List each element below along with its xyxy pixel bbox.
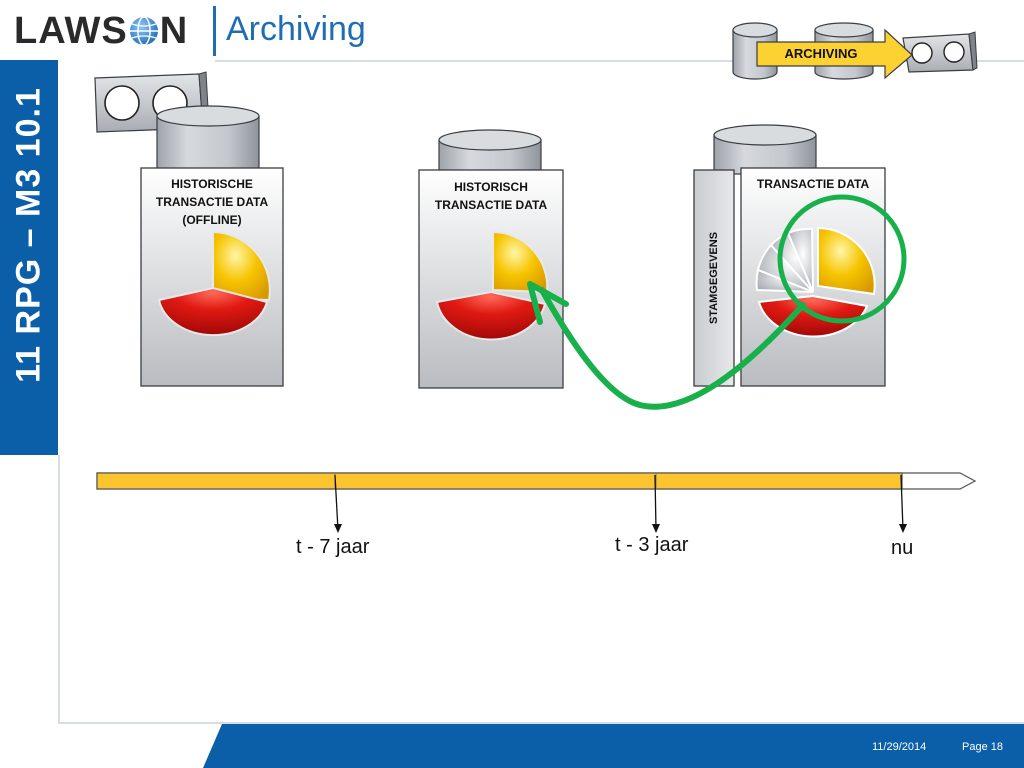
timeline-markers — [334, 474, 907, 533]
footer-band — [0, 724, 1024, 768]
pie-chart-historic — [435, 230, 549, 341]
database-icon — [156, 105, 260, 173]
database-icon — [438, 129, 542, 175]
logo-word: LAWS — [14, 10, 128, 52]
timeline-label-t3: t - 3 jaar — [615, 534, 689, 556]
content-border-bottom — [58, 722, 1024, 724]
logo-separator — [213, 6, 216, 56]
globe-icon — [129, 13, 159, 46]
master-data-label: STAMGEGEVENS — [708, 231, 720, 325]
arrow-right-icon — [756, 28, 913, 80]
archive-flow-arrow — [527, 194, 907, 410]
header-divider — [215, 60, 1024, 62]
timeline-label-t7: t - 7 jaar — [296, 536, 370, 558]
content-border-left — [58, 455, 60, 723]
master-data-panel — [693, 169, 735, 387]
card-offline-title: HISTORISCHE TRANSACTIE DATA (OFFLINE) — [155, 177, 269, 227]
timeline-bar — [96, 472, 977, 490]
footer-date: 11/29/2014 — [872, 741, 927, 753]
tape-icon — [902, 31, 978, 73]
card-transaction-title: TRANSACTIE DATA — [756, 177, 870, 191]
archiving-diagram — [94, 22, 978, 533]
card-historic-title: HISTORISCH TRANSACTIE DATA — [434, 180, 548, 212]
logo-word-end: N — [159, 10, 189, 52]
archiving-label: ARCHIVING — [784, 46, 858, 61]
footer-page-number: Page 18 — [962, 741, 1003, 753]
logo-subtitle: Archiving — [226, 10, 366, 48]
database-icon — [713, 124, 817, 175]
pie-chart-offline — [157, 230, 271, 337]
side-title-bar — [0, 60, 58, 455]
timeline-label-now: nu — [891, 537, 914, 559]
logo: LAWS N — [14, 10, 188, 53]
